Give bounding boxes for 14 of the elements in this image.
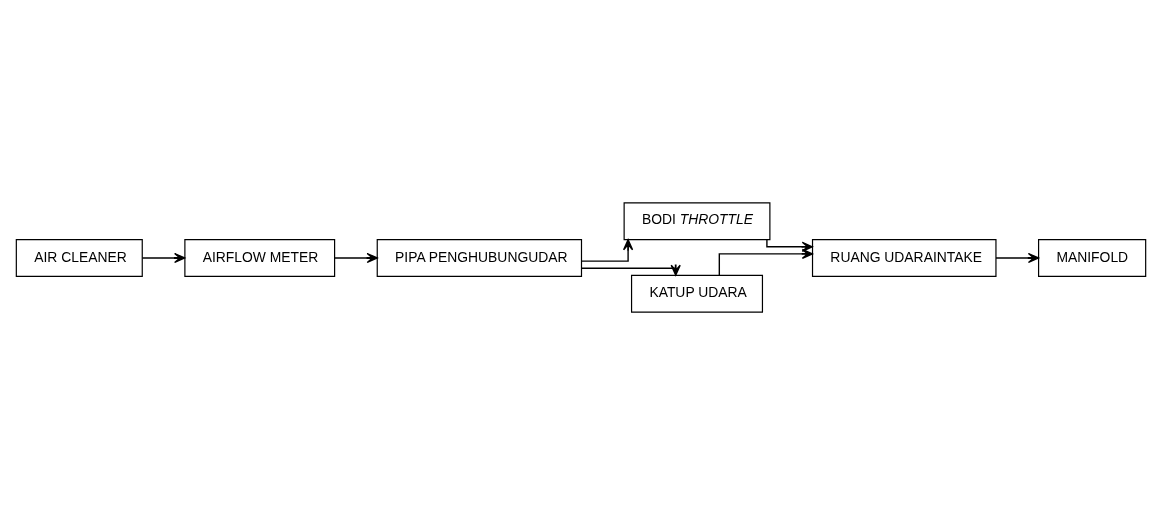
node-box: BODI THROTTLE xyxy=(623,202,771,241)
arrow xyxy=(141,252,186,264)
arrow xyxy=(334,252,378,264)
arrow xyxy=(995,252,1040,264)
node-box: AIR CLEANER xyxy=(15,239,143,277)
arrow xyxy=(718,248,813,276)
node-box: AIRFLOW METER xyxy=(184,239,336,277)
node-box: RUANG UDARAINTAKE xyxy=(811,239,997,277)
node-box: PIPA PENGHUBUNGUDAR xyxy=(376,239,583,277)
node-box: MANIFOLD xyxy=(1038,239,1147,277)
node-box: KATUP UDARA xyxy=(630,274,764,313)
arrow xyxy=(580,264,681,276)
arrow xyxy=(581,239,634,262)
arrow xyxy=(766,239,813,252)
